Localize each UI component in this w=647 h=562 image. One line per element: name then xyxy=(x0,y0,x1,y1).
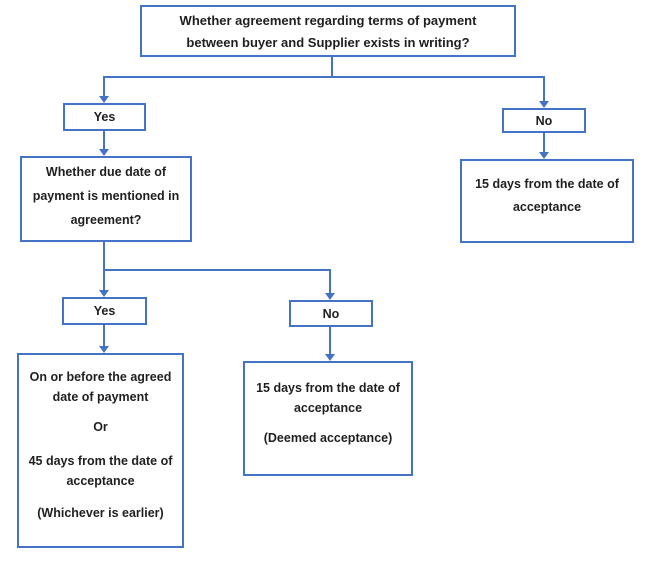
node-text-line: Or xyxy=(93,420,108,434)
node-text-line: No xyxy=(322,306,340,321)
arrowhead-down-icon xyxy=(325,293,335,300)
node-due-date-question: Whether due date of payment is mentioned… xyxy=(20,156,192,242)
arrowhead-down-icon xyxy=(325,354,335,361)
connector-no2-to-outcome xyxy=(329,327,331,355)
node-agreement-question: Whether agreement regarding terms of pay… xyxy=(140,5,516,57)
arrowhead-down-icon xyxy=(99,96,109,103)
connector-no2-drop xyxy=(329,269,331,294)
node-text-line: Yes xyxy=(93,110,116,124)
node-text-line: (Deemed acceptance) xyxy=(263,431,393,445)
node-no-agreement: No xyxy=(502,108,586,133)
node-text-line: Yes xyxy=(93,304,116,318)
node-text-line: Whether due date of xyxy=(45,165,167,179)
node-text-line: between buyer and Supplier exists in wri… xyxy=(186,35,470,50)
connector-duedate-stem xyxy=(103,242,105,291)
connector-branch-horizontal xyxy=(103,269,331,271)
arrowhead-down-icon xyxy=(539,101,549,108)
node-text-line: acceptance xyxy=(293,401,363,415)
node-text-line: On or before the agreed xyxy=(29,370,172,384)
arrowhead-down-icon xyxy=(99,149,109,156)
node-text-line: 45 days from the date of xyxy=(28,454,173,468)
node-text-line: (Whichever is earlier) xyxy=(37,506,164,520)
node-text-line: Whether agreement regarding terms of pay… xyxy=(179,13,477,28)
node-text-line: 15 days from the date of xyxy=(256,381,400,395)
node-deemed-acceptance-15-days-outcome: 15 days from the date of acceptance (Dee… xyxy=(243,361,413,476)
arrowhead-down-icon xyxy=(99,346,109,353)
node-text-line: agreement? xyxy=(70,213,142,227)
node-text-line: payment is mentioned in xyxy=(32,189,180,203)
node-yes-due-date: Yes xyxy=(62,297,147,325)
connector-yes-drop xyxy=(103,76,105,97)
arrowhead-down-icon xyxy=(99,290,109,297)
node-text-line: acceptance xyxy=(66,474,135,488)
connector-no-to-acceptance xyxy=(543,133,545,153)
connector-top-horizontal xyxy=(103,76,545,78)
arrowhead-down-icon xyxy=(539,152,549,159)
node-text-line: 15 days from the date of xyxy=(475,177,619,191)
node-no-due-date: No xyxy=(289,300,373,327)
connector-yes2-to-outcome xyxy=(103,325,105,347)
node-agreed-date-or-45-days-outcome: On or before the agreed date of payment … xyxy=(17,353,184,548)
connector-no-drop xyxy=(543,76,545,102)
node-text-line: date of payment xyxy=(52,390,149,404)
connector-root-stem xyxy=(331,57,333,78)
node-acceptance-15-days: 15 days from the date of acceptance xyxy=(460,159,634,243)
connector-yes-to-duedate xyxy=(103,131,105,150)
node-yes-agreement: Yes xyxy=(63,103,146,131)
node-text-line: No xyxy=(535,113,553,128)
node-text-line: acceptance xyxy=(512,200,582,214)
